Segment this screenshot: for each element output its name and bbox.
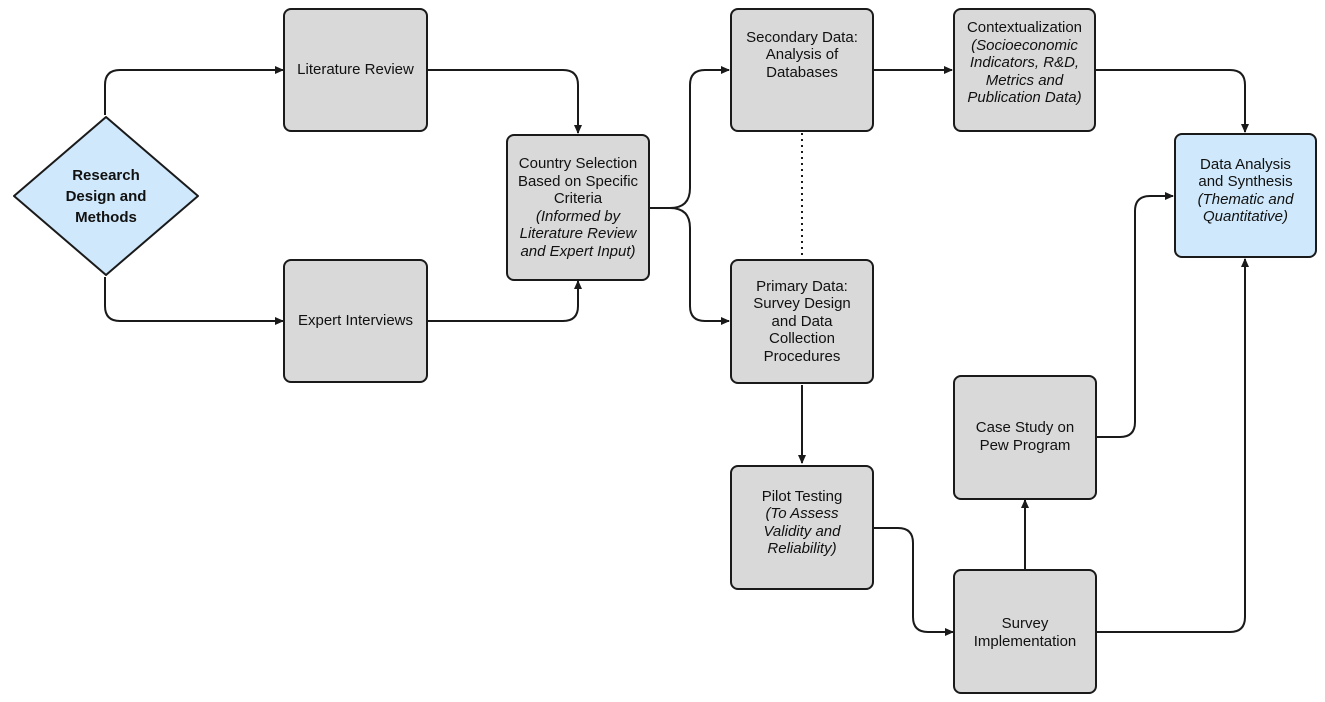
case-study-box: Case Study on Pew Program xyxy=(953,375,1097,500)
survey-line-2: Implementation xyxy=(973,632,1077,650)
country-selection-box: Country Selection Based on Specific Crit… xyxy=(506,134,650,281)
country-line-4: (Informed by xyxy=(535,207,621,225)
edge-casestudy-to-synthesis xyxy=(1097,192,1174,438)
context-line-4: Metrics and xyxy=(985,71,1064,89)
expert-interviews-box: Expert Interviews xyxy=(283,259,428,383)
pilot-line-2: (To Assess xyxy=(765,505,839,522)
start-line-1: Research xyxy=(72,166,140,184)
context-line-3: Indicators, R&D, xyxy=(969,54,1080,72)
secondary-line-2: Analysis of xyxy=(765,46,839,64)
primary-line-4: Collection xyxy=(769,330,835,348)
primary-line-3: and Data xyxy=(771,312,833,330)
pilot-line-1: Pilot Testing xyxy=(761,487,843,505)
country-line-5: Literature Review xyxy=(519,225,637,242)
research-design-diamond: Research Design and Methods xyxy=(12,115,200,277)
secondary-data-box: Secondary Data: Analysis of Databases xyxy=(730,8,874,132)
edge-survey-to-synthesis xyxy=(1097,258,1249,633)
literature-review-box: Literature Review xyxy=(283,8,428,132)
start-line-2: Design and xyxy=(65,187,147,205)
secondary-line-1: Secondary Data: xyxy=(746,28,858,46)
synthesis-line-3: (Thematic and xyxy=(1197,190,1294,208)
country-line-1: Country Selection xyxy=(518,155,638,172)
start-line-3: Methods xyxy=(75,208,137,226)
pilot-line-4: Reliability) xyxy=(767,540,837,557)
casestudy-line-2: Pew Program xyxy=(979,436,1071,454)
country-line-3: Criteria xyxy=(553,190,603,207)
context-line-5: Publication Data) xyxy=(967,89,1082,107)
survey-line-1: Survey xyxy=(1001,615,1049,632)
primary-line-2: Survey Design xyxy=(753,295,851,313)
primary-line-5: Procedures xyxy=(763,347,841,365)
synthesis-line-2: and Synthesis xyxy=(1198,173,1293,190)
primary-line-1: Primary Data: xyxy=(756,277,848,295)
data-analysis-synthesis-box: Data Analysis and Synthesis (Thematic an… xyxy=(1174,133,1317,258)
edge-start-to-literature xyxy=(104,66,284,115)
literature-review-label: Literature Review xyxy=(297,61,414,79)
primary-data-box: Primary Data: Survey Design and Data Col… xyxy=(730,259,874,384)
diamond-shape xyxy=(13,116,199,276)
country-line-6: and Expert Input) xyxy=(520,242,636,260)
pilot-line-3: Validity and xyxy=(763,522,841,540)
edge-context-to-synthesis xyxy=(1096,69,1249,133)
expert-interviews-label: Expert Interviews xyxy=(297,312,414,330)
edge-literature-to-country xyxy=(428,69,582,134)
research-design-label: Research Design and Methods xyxy=(12,115,200,277)
survey-implementation-box: Survey Implementation xyxy=(953,569,1097,694)
synthesis-line-4: Quantitative) xyxy=(1202,208,1289,225)
edge-country-to-primary xyxy=(650,207,730,325)
contextualization-box: Contextualization (Socioeconomic Indicat… xyxy=(953,8,1096,132)
secondary-line-3: Databases xyxy=(766,63,838,81)
pilot-testing-box: Pilot Testing (To Assess Validity and Re… xyxy=(730,465,874,590)
edge-pilot-to-survey xyxy=(874,527,954,636)
casestudy-line-1: Case Study on xyxy=(975,419,1075,436)
context-line-1: Contextualization xyxy=(966,19,1083,37)
synthesis-line-1: Data Analysis xyxy=(1200,155,1291,173)
edge-start-to-expert xyxy=(104,277,284,325)
edge-country-to-secondary xyxy=(650,66,730,209)
edge-expert-to-country xyxy=(428,280,582,322)
context-line-2: (Socioeconomic xyxy=(971,36,1078,54)
country-line-2: Based on Specific xyxy=(517,172,639,190)
